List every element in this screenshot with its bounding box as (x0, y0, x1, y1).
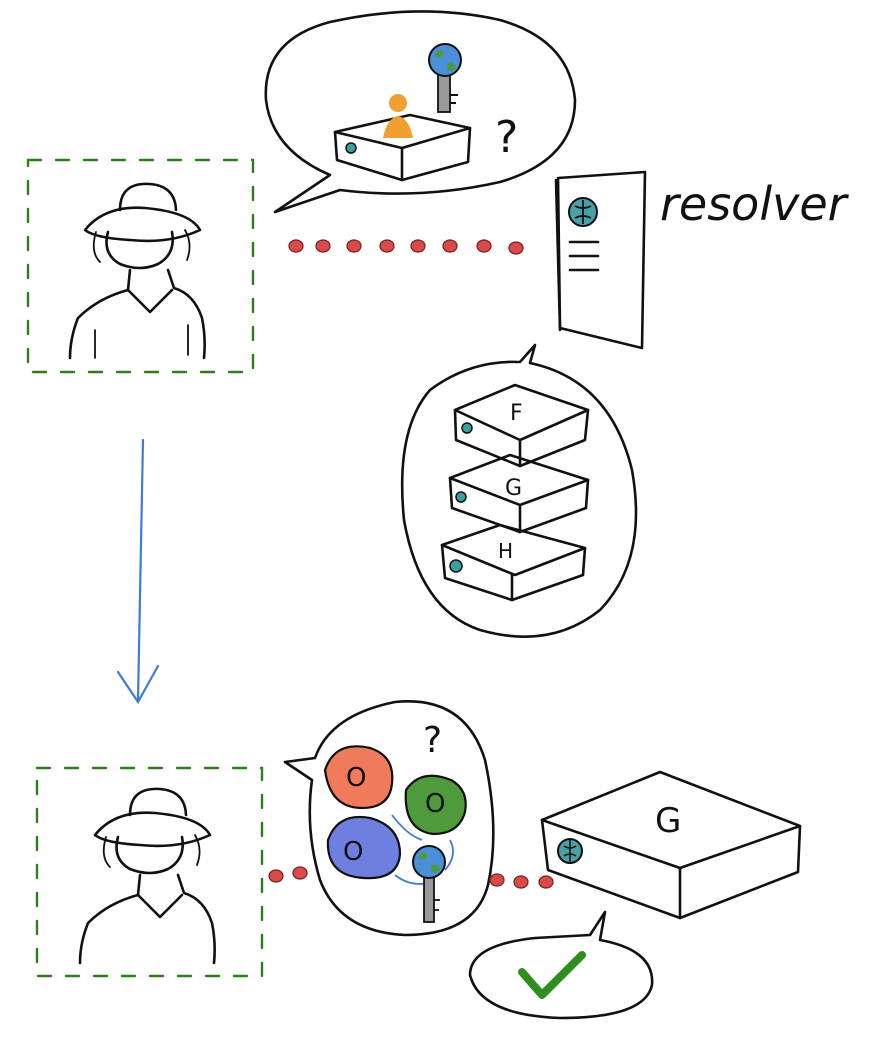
globe-icon (568, 197, 598, 227)
identity-label-a: O (346, 763, 366, 793)
user-figure-top (68, 182, 206, 360)
server-label-h: H (498, 539, 513, 563)
server-label-g-large: G (655, 801, 681, 841)
identity-bubble (283, 700, 495, 937)
resolver-document (554, 170, 647, 350)
user-figure-icon (383, 94, 413, 138)
transition-arrow (116, 438, 160, 705)
identity-label-c: O (343, 837, 363, 867)
server-g-large: G (540, 770, 802, 920)
connection-dots-top (288, 239, 524, 255)
identity-blob-green: O (404, 774, 467, 836)
server-label-g: G (505, 476, 522, 501)
identity-blob-orange: O (323, 745, 394, 810)
speech-bubble-top (264, 10, 577, 214)
user-frame-top (26, 158, 255, 374)
user-frame-bottom (35, 766, 264, 978)
identity-blob-blue: O (326, 815, 402, 880)
server-label-f: F (510, 401, 523, 426)
question-mark-top: ? (495, 112, 518, 163)
server-stack: F G H (440, 383, 590, 602)
server-icon-top (333, 113, 472, 182)
check-icon (518, 951, 586, 999)
server-stack-bubble (400, 343, 638, 638)
check-bubble (468, 910, 654, 1020)
resolver-label: resolver (660, 177, 850, 231)
globe-key-icon-bottom (412, 845, 446, 923)
connection-dots-bottom-left (268, 866, 308, 883)
globe-key-icon (428, 43, 462, 113)
connection-dots-bottom-right (489, 873, 554, 889)
user-figure-bottom (78, 787, 216, 965)
identity-label-b: O (425, 789, 445, 819)
question-mark-bottom: ? (423, 720, 442, 761)
